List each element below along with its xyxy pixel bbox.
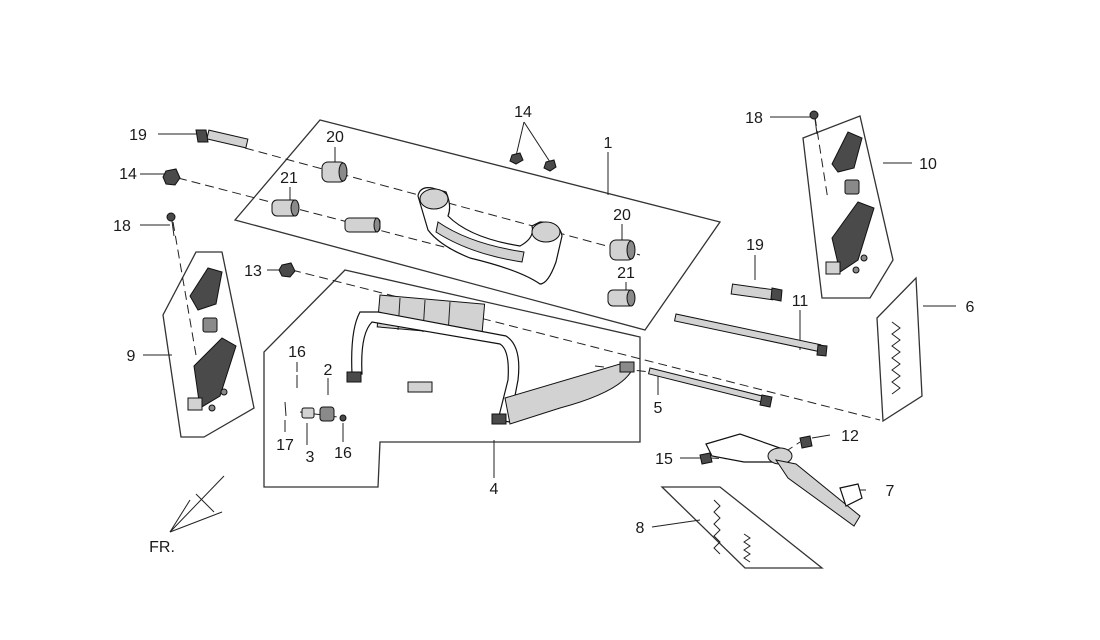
nut-14-left bbox=[162, 168, 181, 186]
label-part-16-top: 16 bbox=[288, 344, 306, 361]
label-part-18-left: 18 bbox=[113, 218, 131, 235]
springs-8 bbox=[713, 499, 751, 563]
label-part-17: 17 bbox=[276, 437, 294, 454]
label-part-10: 10 bbox=[919, 156, 937, 173]
label-part-20-right: 20 bbox=[613, 207, 631, 224]
footrest-right bbox=[825, 131, 875, 275]
side-stand bbox=[699, 433, 863, 527]
label-part-1: 1 bbox=[604, 135, 613, 152]
main-stand bbox=[346, 294, 635, 425]
group-box-6-spring bbox=[876, 276, 923, 423]
front-direction-arrow bbox=[169, 475, 225, 533]
nut-14-top-b bbox=[543, 159, 557, 172]
axis-bolt-18-right bbox=[814, 116, 829, 201]
collar-2 bbox=[319, 406, 335, 422]
axis-bolt-18-left bbox=[172, 221, 197, 356]
axis-shaft-5 bbox=[594, 365, 651, 373]
label-part-14-top: 14 bbox=[514, 104, 532, 121]
label-part-14-left: 14 bbox=[119, 166, 137, 183]
axis-nut-13 bbox=[291, 269, 881, 421]
label-part-16-bottom: 16 bbox=[334, 445, 352, 462]
label-part-21-right: 21 bbox=[617, 265, 635, 282]
group-box-9-left-footrest bbox=[162, 251, 255, 438]
spacer-left bbox=[344, 217, 381, 233]
label-part-7: 7 bbox=[886, 483, 895, 500]
label-part-20-left: 20 bbox=[326, 129, 344, 146]
label-part-8: 8 bbox=[636, 520, 645, 537]
label-part-13: 13 bbox=[244, 263, 262, 280]
bolt-18-left bbox=[166, 212, 176, 237]
label-front-direction: FR. bbox=[149, 539, 175, 556]
label-part-4: 4 bbox=[490, 481, 499, 498]
group-box-1-mount-bracket bbox=[233, 119, 722, 331]
bolt-19-left bbox=[195, 129, 249, 149]
label-part-6: 6 bbox=[966, 299, 975, 316]
group-box-8-springs bbox=[660, 486, 824, 569]
axis-nut-14 bbox=[177, 177, 476, 256]
group-box-4-main-stand bbox=[263, 269, 641, 488]
shaft-11 bbox=[673, 313, 828, 357]
nut-13 bbox=[278, 262, 296, 278]
nut-14-top-a bbox=[509, 152, 524, 165]
bolt-19-right bbox=[730, 283, 783, 302]
footrest-left bbox=[187, 267, 237, 412]
leader-lines bbox=[140, 116, 956, 528]
pin-17 bbox=[284, 401, 287, 417]
label-part-21-left: 21 bbox=[280, 170, 298, 187]
bushing-20-right bbox=[609, 239, 636, 261]
label-part-19-right: 19 bbox=[746, 237, 764, 254]
label-part-12: 12 bbox=[841, 428, 859, 445]
label-part-19-left: 19 bbox=[129, 127, 147, 144]
label-part-11: 11 bbox=[792, 293, 809, 310]
axis-nut-15 bbox=[709, 457, 761, 461]
shaft-5 bbox=[647, 367, 773, 408]
bushing-21-left bbox=[271, 199, 300, 217]
spacer-3 bbox=[301, 407, 315, 419]
label-part-18-right: 18 bbox=[745, 110, 763, 127]
spring-6 bbox=[891, 321, 901, 395]
clip-16-bottom bbox=[339, 414, 347, 422]
label-part-5: 5 bbox=[654, 400, 663, 417]
label-part-2: 2 bbox=[324, 362, 333, 379]
label-part-9: 9 bbox=[127, 348, 136, 365]
label-part-3: 3 bbox=[306, 449, 315, 466]
group-box-10-right-footrest bbox=[802, 115, 894, 299]
engine-mount-bracket bbox=[417, 187, 563, 285]
bolt-18-right bbox=[809, 110, 819, 135]
bushing-20-left bbox=[321, 161, 348, 183]
bushing-21-right bbox=[607, 289, 636, 307]
label-part-15: 15 bbox=[655, 451, 673, 468]
